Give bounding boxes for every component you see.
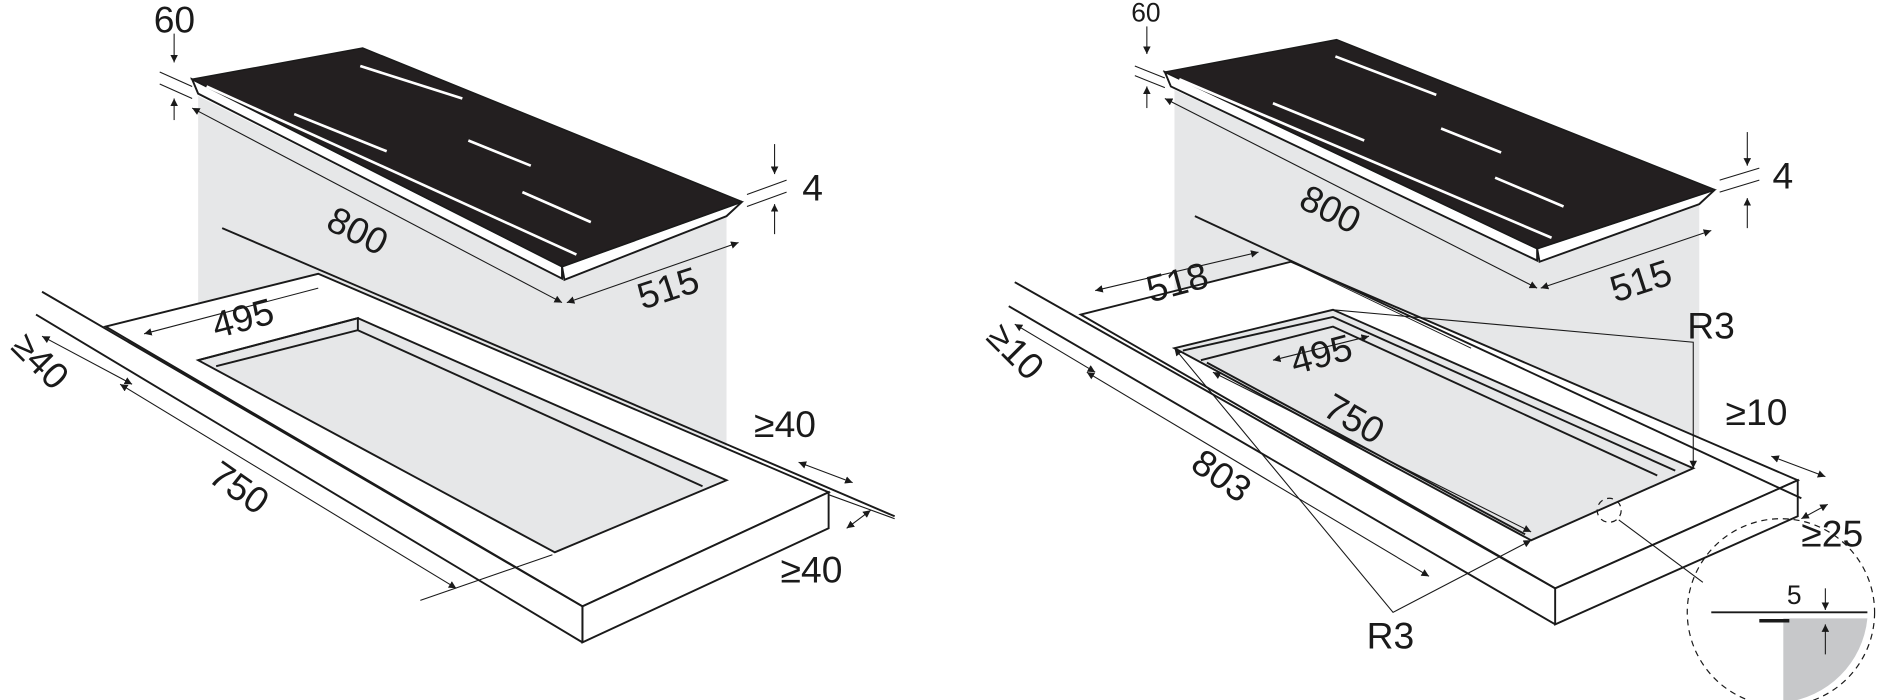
dim-back-clearance: ≥40: [754, 403, 816, 445]
countertop-front: [1554, 478, 1799, 626]
dim-side-clearance: ≥40: [781, 548, 843, 590]
dim-5: 5: [1787, 580, 1802, 610]
detail-circle: [1686, 518, 1876, 700]
dim-side-clearance: ≥10: [1726, 391, 1788, 433]
dim-4: 4: [1773, 155, 1794, 197]
detail-section: [1783, 618, 1868, 700]
radius-label-bottom: R3: [1367, 614, 1415, 656]
right-drawing-recessed-mount: 60 800 515 4 518 ≥10 495 750 803 R3 R3 ≥…: [979, 0, 1876, 700]
cutout-edge: [197, 316, 359, 368]
dim-60: 60: [1131, 0, 1160, 28]
left-drawing-flush-mount: 60 800 515 4 495 ≥40 750 ≥40 ≥40: [4, 0, 896, 644]
dim-front-clearance: ≥40: [4, 324, 77, 397]
dim-60: 60: [154, 0, 195, 40]
radius-label-top: R3: [1687, 305, 1735, 347]
dim-4: 4: [802, 167, 823, 209]
dim-back-clearance: ≥25: [1801, 512, 1863, 554]
cutout-edge: [357, 329, 703, 488]
dim-750: 750: [202, 452, 277, 522]
detail-marker: [1596, 497, 1622, 523]
dim-803: 803: [1184, 440, 1259, 510]
